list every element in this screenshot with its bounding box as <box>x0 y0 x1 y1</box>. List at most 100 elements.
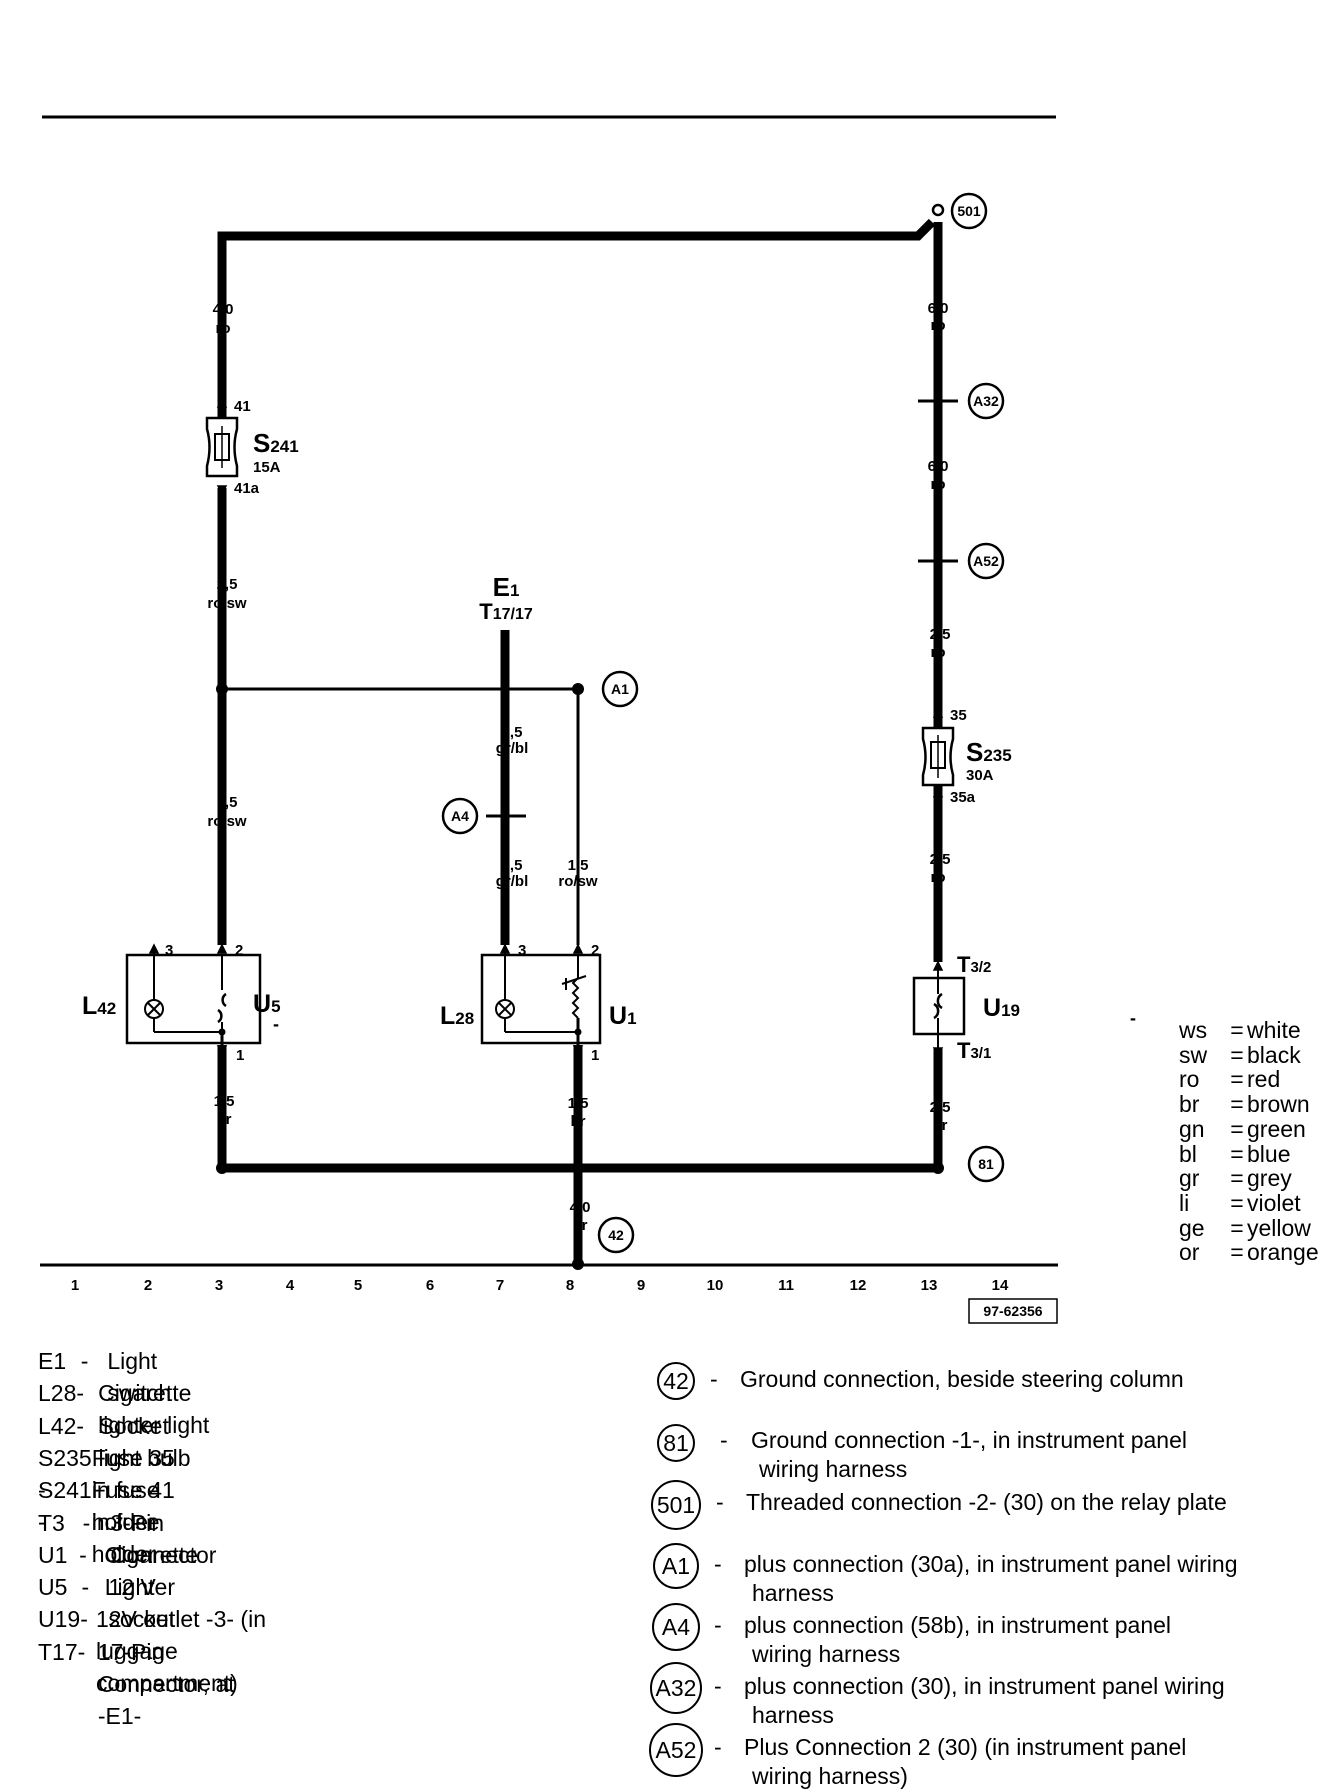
t3-2-label: T3/2 <box>957 952 991 977</box>
node-501-label: 501 <box>957 203 981 219</box>
equals-sign: = <box>1230 1091 1244 1118</box>
color-key-row: bl=blue <box>1179 1142 1290 1166</box>
t3-1-label: T3/1 <box>957 1038 991 1063</box>
wire-top-bus <box>217 218 936 241</box>
e1-label: E1 <box>493 572 520 602</box>
pin-number: 3 <box>165 942 173 959</box>
color-name: brown <box>1247 1091 1310 1118</box>
connection-desc: plus connection (30a), in instrument pan… <box>744 1551 1238 1606</box>
track-number: 7 <box>496 1277 504 1294</box>
equals-sign: = <box>1230 1165 1244 1192</box>
fuse-s235-rating: 30A <box>966 767 994 784</box>
component-u1-label: U1 <box>609 1002 637 1030</box>
component-code: S235 - <box>38 1444 92 1503</box>
connection-desc: Ground connection, beside steering colum… <box>740 1366 1184 1392</box>
wire-color: ro <box>931 317 946 334</box>
component-desc: 17-Pin Connector, at -E1- <box>97 1638 235 1729</box>
equals-sign: = <box>1230 1017 1244 1043</box>
component-desc: Fuse 35 in fuse holder <box>91 1444 175 1535</box>
component-code: U5 <box>38 1574 68 1601</box>
wire-gauge: 2,5 <box>930 851 951 868</box>
fuse-s241-name: S241 <box>253 428 299 458</box>
color-code: bl <box>1179 1140 1197 1167</box>
dash: - <box>82 1509 91 1536</box>
figure-id-box <box>968 1298 1058 1324</box>
connection-id-circle: A1 <box>653 1543 699 1589</box>
color-code: gn <box>1179 1115 1205 1142</box>
color-key-row: li=violet <box>1179 1191 1301 1215</box>
component-legend-row: T3-3-Pin Connector <box>38 1507 238 1571</box>
component-code: L42 <box>38 1412 77 1439</box>
component-legend-row: S235 -Fuse 35 in fuse holder <box>38 1442 198 1538</box>
component-legend-row: U1-Cigarette Lighter <box>38 1539 225 1603</box>
color-code: sw <box>1179 1041 1208 1068</box>
color-key-row: or=orange <box>1179 1240 1319 1264</box>
dash: - <box>79 1541 87 1568</box>
dash: - <box>76 1412 85 1439</box>
color-key-row: br =brown <box>1179 1092 1310 1116</box>
equals-sign: = <box>1230 1214 1244 1241</box>
component-desc: Light switch <box>107 1348 172 1406</box>
equals-sign: = <box>1230 1239 1244 1266</box>
component-legend-row: S241 -Fuse 41 in fuse holder <box>38 1474 198 1570</box>
connection-id-circle: A32 <box>650 1662 702 1714</box>
track-number: 3 <box>215 1277 223 1294</box>
junction-dot <box>572 683 584 695</box>
wire-gauge: 0,5 <box>502 857 523 874</box>
terminal-501 <box>931 203 945 217</box>
component-legend-row: L28-Cigarette lighter light <box>38 1377 225 1441</box>
node-42-label: 42 <box>608 1227 624 1243</box>
component-desc: 12V outlet -3- (in luggage compartment) <box>95 1606 266 1697</box>
fuse-s241 <box>205 416 239 478</box>
connection-id-circle: 42 <box>657 1362 695 1400</box>
connection-desc: plus connection (58b), in instrument pan… <box>744 1612 1172 1667</box>
color-name: red <box>1247 1066 1281 1093</box>
component-code: E1 <box>38 1348 67 1374</box>
fuse-s235-name: S235 <box>966 737 1012 767</box>
track-number: 5 <box>354 1277 362 1294</box>
component-desc: Cigarette lighter light <box>98 1380 210 1439</box>
wire-color: br <box>217 1111 232 1128</box>
color-code: or <box>1179 1239 1200 1266</box>
color-code: ge <box>1179 1214 1205 1241</box>
component-code: U1 <box>38 1541 68 1568</box>
component-l42-label: L42 <box>82 992 116 1020</box>
equals-sign: = <box>1230 1066 1244 1093</box>
wire-gauge: 6,0 <box>928 458 949 475</box>
dash: - <box>80 1348 89 1374</box>
wire-gauge: 6,0 <box>928 300 949 317</box>
component-code: T3 <box>38 1509 65 1536</box>
fuse-pin-in: 41 <box>234 398 251 415</box>
socket-u5-box <box>125 945 262 1045</box>
color-name: yellow <box>1247 1214 1311 1241</box>
component-code: T17 <box>38 1638 78 1665</box>
component-legend-row: U19 -12V outlet -3- (in luggage compartme… <box>38 1603 274 1699</box>
socket-symbol <box>221 992 227 1008</box>
junction-dot <box>932 1162 944 1174</box>
dash: - <box>77 1638 86 1665</box>
pin-number: 1 <box>236 1047 244 1064</box>
track-number: 8 <box>566 1277 574 1294</box>
color-name: violet <box>1247 1189 1301 1216</box>
component-desc: Socket light bulb <box>98 1412 191 1471</box>
connection-desc: Plus Connection 2 (30) (in instrument pa… <box>744 1734 1187 1789</box>
dash: - <box>81 1574 90 1601</box>
junction-dot <box>216 1162 228 1174</box>
dash: - <box>714 1734 722 1760</box>
color-name: blue <box>1247 1140 1291 1167</box>
lighter-u1-box <box>480 945 602 1045</box>
node-a32-label: A32 <box>973 393 999 409</box>
wiring-diagram: 501 A32 A52 A1 A4 81 42 4,0 ro 2,5 ro/sw… <box>40 115 1136 1324</box>
component-code: U19 <box>38 1606 81 1633</box>
color-code: br <box>1179 1091 1200 1118</box>
figure-id: 97-62356 <box>983 1303 1042 1319</box>
wire-color: ro/sw <box>207 595 247 612</box>
connection-id-circle: A52 <box>649 1723 703 1777</box>
wire-gauge: 1,5 <box>568 857 589 874</box>
wire-gauge: 1,5 <box>214 1093 235 1110</box>
fuse-s235 <box>921 726 955 787</box>
color-key-row: gr=grey <box>1179 1166 1292 1190</box>
component-desc: Cigarette Lighter <box>104 1541 199 1600</box>
color-key-row: gn=green <box>1179 1117 1306 1141</box>
color-code: ws <box>1179 1017 1208 1043</box>
